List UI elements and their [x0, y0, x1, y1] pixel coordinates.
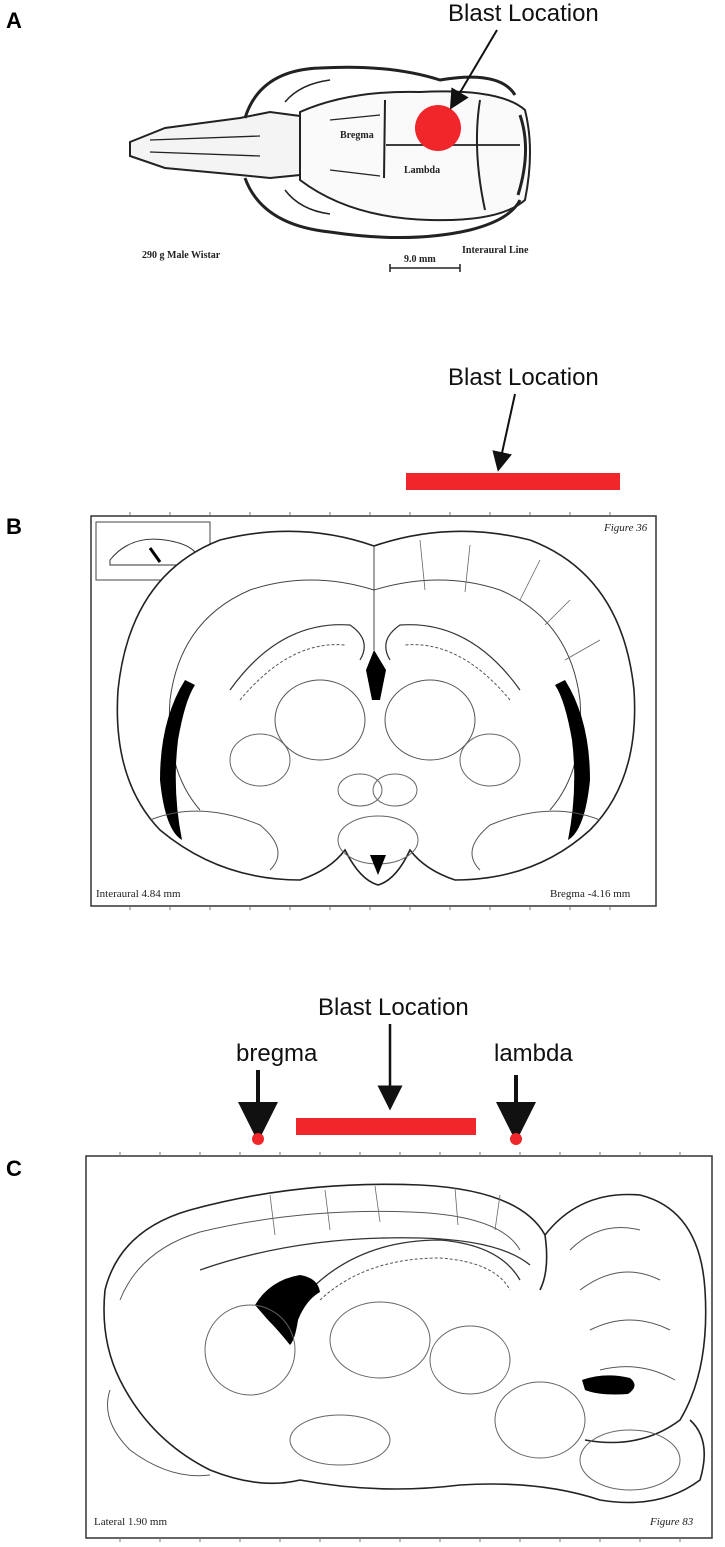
lambda-label: lambda [494, 1040, 573, 1067]
skull-specimen-label: 290 g Male Wistar [142, 250, 221, 261]
panel-b-blast-callout: Blast Location [448, 364, 599, 391]
panel-b-blast-arrow [492, 393, 516, 472]
lambda-dot [510, 1133, 522, 1145]
panel-a-blast-callout: Blast Location [448, 0, 599, 27]
skull-drawing [129, 65, 531, 272]
panel-b-letter: B [6, 514, 22, 539]
panel-c-blast-bar [296, 1118, 476, 1135]
skull-interaural-label: Interaural Line [462, 245, 529, 256]
bregma-label: bregma [236, 1040, 318, 1067]
panel-b-right-caption: Bregma -4.16 mm [550, 888, 631, 900]
bregma-dot [252, 1133, 264, 1145]
skull-lambda-label: Lambda [404, 165, 441, 176]
sagittal-atlas-plate [85, 1152, 713, 1542]
panel-c-letter: C [6, 1156, 22, 1181]
panel-b-blast-bar [406, 473, 620, 490]
panel-a-letter: A [6, 8, 22, 33]
coronal-atlas-plate [90, 512, 657, 910]
panel-b-figure-label: Figure 36 [604, 522, 648, 534]
skull-bregma-label: Bregma [340, 130, 374, 141]
skull-scale-label: 9.0 mm [404, 254, 436, 265]
panel-b-left-caption: Interaural 4.84 mm [96, 888, 181, 900]
panel-a-blast-circle [415, 105, 461, 151]
panel-c-figure-label: Figure 83 [650, 1516, 694, 1528]
panel-c-left-caption: Lateral 1.90 mm [94, 1516, 168, 1528]
panel-a-blast-arrow [449, 29, 498, 110]
panel-c-blast-callout: Blast Location [318, 994, 469, 1021]
